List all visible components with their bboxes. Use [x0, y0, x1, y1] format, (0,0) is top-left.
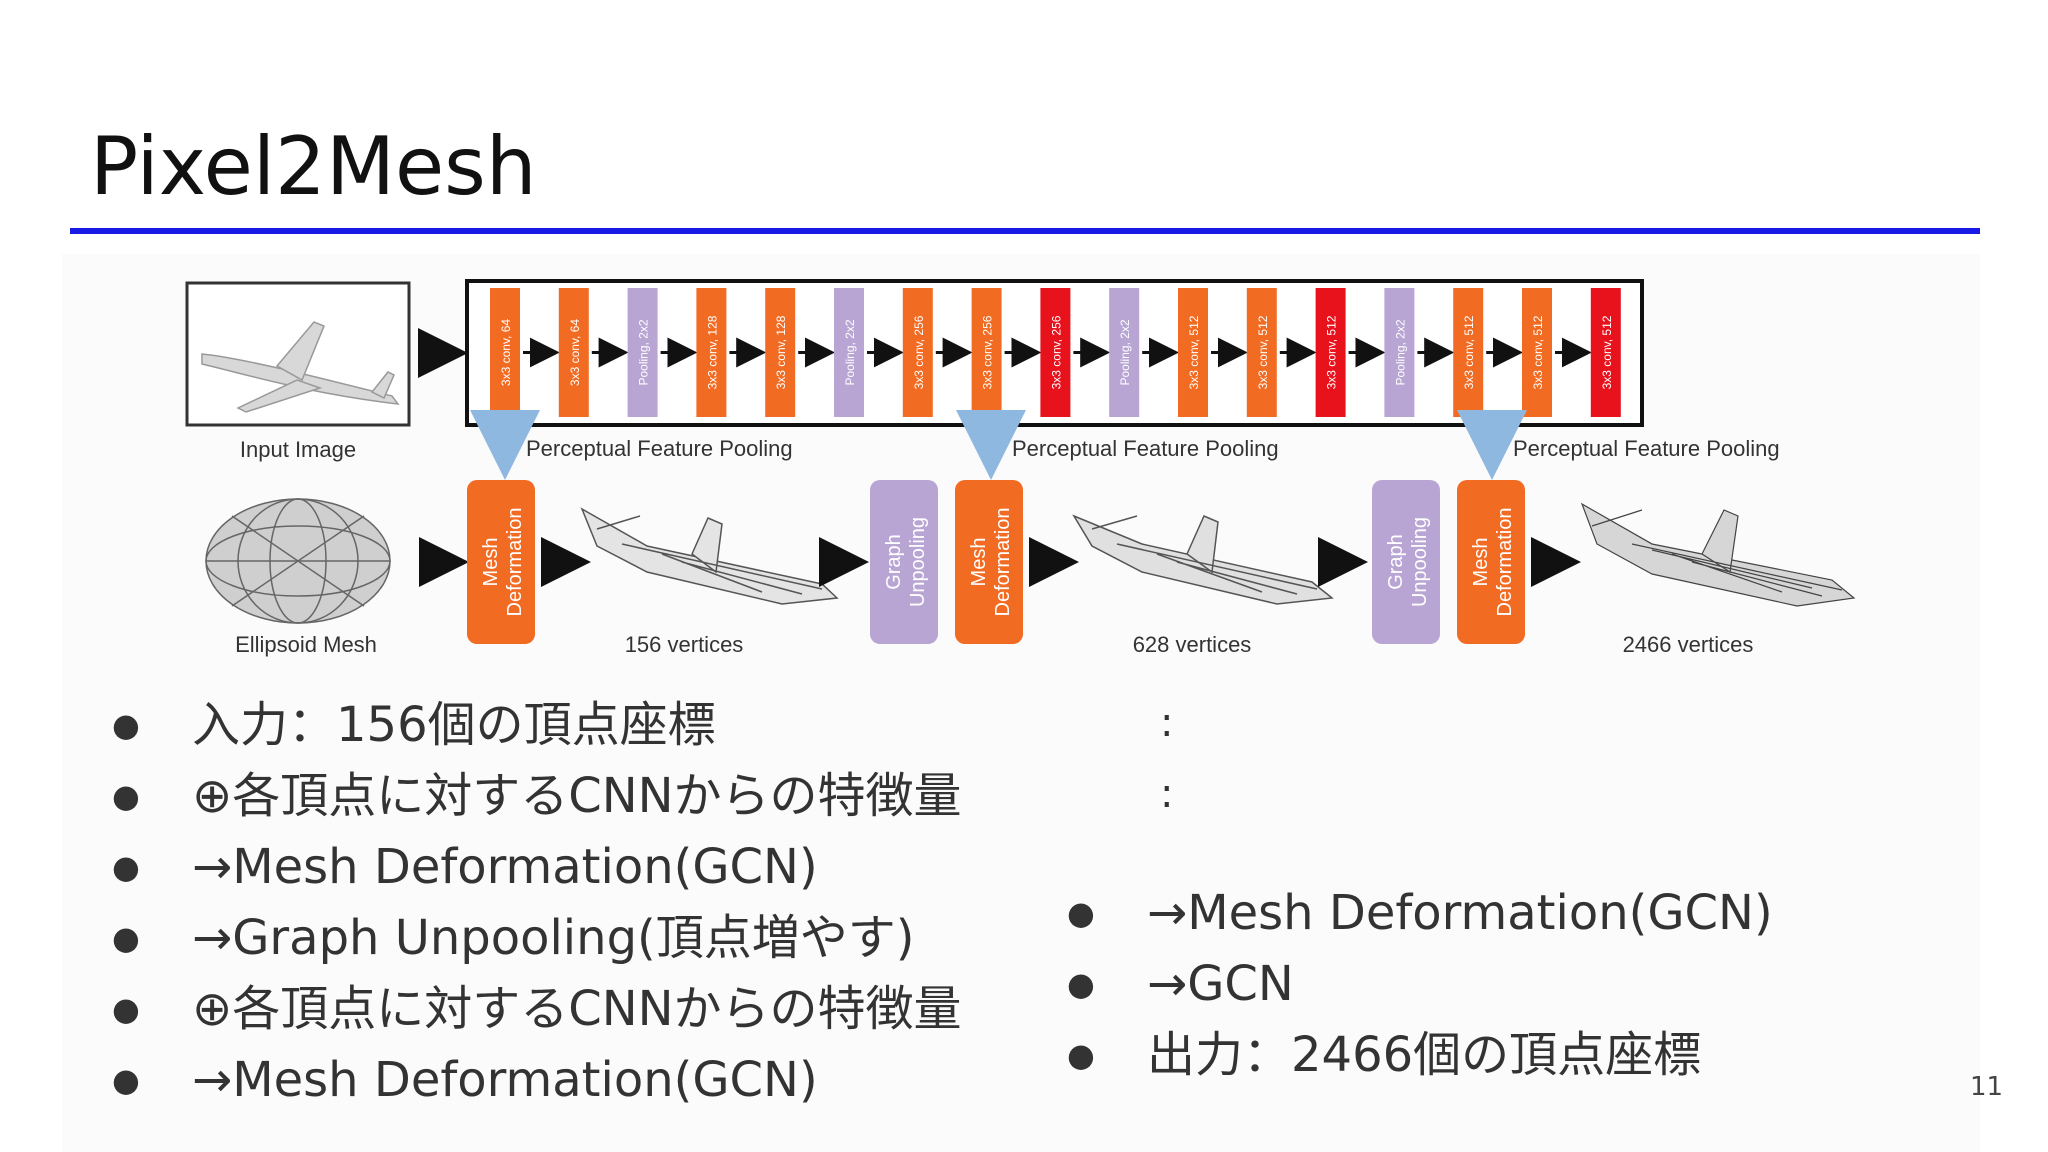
bullet-item: →Mesh Deformation(GCN) — [112, 832, 962, 903]
cnn-layer-block — [1040, 288, 1071, 417]
mesh-deformation-label-1: Mesh Deformation — [480, 508, 526, 617]
mesh-deformation-label-2-line2: Deformation — [992, 508, 1014, 617]
cnn-layer-label: 3x3 conv, 512 — [1531, 315, 1545, 389]
ellipsis-colon-2: : — [1160, 771, 1174, 817]
cnn-layer-block — [1178, 288, 1208, 417]
pooling-label-2: Perceptual Feature Pooling — [1012, 436, 1279, 461]
pooling-label-3: Perceptual Feature Pooling — [1513, 436, 1780, 461]
cnn-layer-block — [1522, 288, 1552, 417]
mesh-deformation-label-3-line2: Deformation — [1494, 508, 1516, 617]
cnn-layer-block — [1590, 288, 1621, 417]
cnn-layer-label: 3x3 conv, 512 — [1256, 315, 1270, 389]
cnn-layer-block — [765, 288, 796, 417]
cnn-layer-label: 3x3 conv, 128 — [705, 315, 719, 389]
graph-unpooling-block-1 — [870, 480, 938, 644]
mesh-deformation-block-3 — [1457, 480, 1525, 644]
bullet-item: ⊕各頂点に対するCNNからの特徴量 — [112, 974, 962, 1045]
ellipsoid-mesh-label: Ellipsoid Mesh — [235, 632, 377, 657]
airplane-mesh-628-icon — [1072, 514, 1334, 605]
cnn-layer-label: 3x3 conv, 512 — [1325, 315, 1339, 389]
cnn-layer-block — [558, 288, 589, 417]
mesh-deformation-label-3: Mesh Deformation — [1470, 508, 1516, 617]
mesh-deformation-label-1-line1: Mesh — [480, 538, 502, 587]
perceptual-feature-pooling-group: Perceptual Feature Pooling Perceptual Fe… — [470, 410, 1780, 480]
cnn-layer-block — [1109, 288, 1140, 417]
graph-unpooling-label-2-line1: Graph — [1385, 534, 1407, 590]
cnn-layer-block — [902, 288, 933, 417]
bullet-item: →Mesh Deformation(GCN) — [1067, 878, 1773, 949]
cnn-layer-block — [1315, 288, 1346, 417]
airplane-mesh-156-icon — [580, 507, 839, 605]
cnn-layer-label: 3x3 conv, 512 — [1600, 315, 1614, 389]
graph-unpooling-label-1-line2: Unpooling — [907, 517, 929, 607]
mesh-deformation-label-1-line2: Deformation — [504, 508, 526, 617]
cnn-layer-block — [971, 288, 1002, 417]
mesh-deformation-label-3-line1: Mesh — [1470, 538, 1492, 587]
input-image-label: Input Image — [240, 437, 356, 462]
ellipsis-colon-1: : — [1160, 700, 1174, 746]
cnn-layer-label: 3x3 conv, 256 — [981, 315, 995, 389]
bullet-item: →GCN — [1067, 949, 1773, 1020]
mesh-deformation-label-2-line1: Mesh — [968, 538, 990, 587]
cnn-layer-block — [1246, 288, 1277, 417]
bullet-item: →Mesh Deformation(GCN) — [112, 1045, 962, 1116]
cnn-layer-label: 3x3 conv, 512 — [1187, 315, 1201, 389]
cnn-layer-label: 3x3 conv, 256 — [1049, 315, 1063, 389]
graph-unpooling-label-1: Graph Unpooling — [883, 517, 929, 607]
cnn-layer-label: Pooling, 2x2 — [1393, 319, 1407, 385]
airplane-mesh-2466-icon — [1580, 502, 1856, 607]
mesh-deformation-block-1 — [467, 480, 535, 644]
pooling-label-1: Perceptual Feature Pooling — [526, 436, 793, 461]
cnn-layer-label: Pooling, 2x2 — [1118, 319, 1132, 385]
graph-unpooling-block-2 — [1372, 480, 1440, 644]
pixel2mesh-architecture-diagram: Input Image 3x3 conv, 64 3x3 conv, 64 Pool… — [185, 279, 1856, 657]
bullet-item: →Graph Unpooling(頂点増やす) — [112, 903, 962, 974]
vertices-label-2: 628 vertices — [1133, 632, 1252, 657]
vertices-label-3: 2466 vertices — [1623, 632, 1754, 657]
cnn-layer-block — [834, 288, 864, 417]
cnn-layer-block — [1453, 288, 1484, 417]
title-underline — [70, 228, 1980, 234]
vertices-label-1: 156 vertices — [625, 632, 744, 657]
cnn-layer-label: Pooling, 2x2 — [843, 319, 857, 385]
cnn-layer-label: Pooling, 2x2 — [637, 319, 651, 385]
graph-unpooling-label-2-line2: Unpooling — [1409, 517, 1431, 607]
mesh-deformation-block-2 — [955, 480, 1023, 644]
cnn-layer-block — [1384, 288, 1415, 417]
cnn-layer-label: 3x3 conv, 256 — [912, 315, 926, 389]
bullet-list-left: 入力：156個の頂点座標 ⊕各頂点に対するCNNからの特徴量 →Mesh Def… — [112, 690, 962, 1116]
cnn-layer-block — [696, 288, 727, 417]
page-number: 11 — [1970, 1072, 2004, 1102]
airplane-photo-icon — [201, 321, 400, 413]
bullet-item: ⊕各頂点に対するCNNからの特徴量 — [112, 761, 962, 832]
slide-title: Pixel2Mesh — [90, 120, 537, 213]
graph-unpooling-label-2: Graph Unpooling — [1385, 517, 1431, 607]
ellipsoid-mesh-icon — [205, 498, 391, 624]
bullet-list-right: →Mesh Deformation(GCN) →GCN 出力：2466個の頂点座… — [1067, 878, 1773, 1091]
cnn-layer-label: 3x3 conv, 512 — [1462, 315, 1476, 389]
cnn-layer-label: 3x3 conv, 128 — [774, 315, 788, 389]
cnn-layer-label: 3x3 conv, 64 — [568, 319, 582, 386]
bullet-item: 出力：2466個の頂点座標 — [1067, 1020, 1773, 1091]
cnn-layer-label: 3x3 conv, 64 — [499, 319, 513, 386]
graph-unpooling-label-1-line1: Graph — [883, 534, 905, 590]
cnn-layer-block — [490, 288, 520, 417]
cnn-layer-stack: 3x3 conv, 64 3x3 conv, 64 Pooling, 2x2 3x3 … — [490, 288, 1621, 417]
mesh-deformation-label-2: Mesh Deformation — [968, 508, 1014, 617]
bullet-item: 入力：156個の頂点座標 — [112, 690, 962, 761]
cnn-layer-block — [627, 288, 658, 417]
